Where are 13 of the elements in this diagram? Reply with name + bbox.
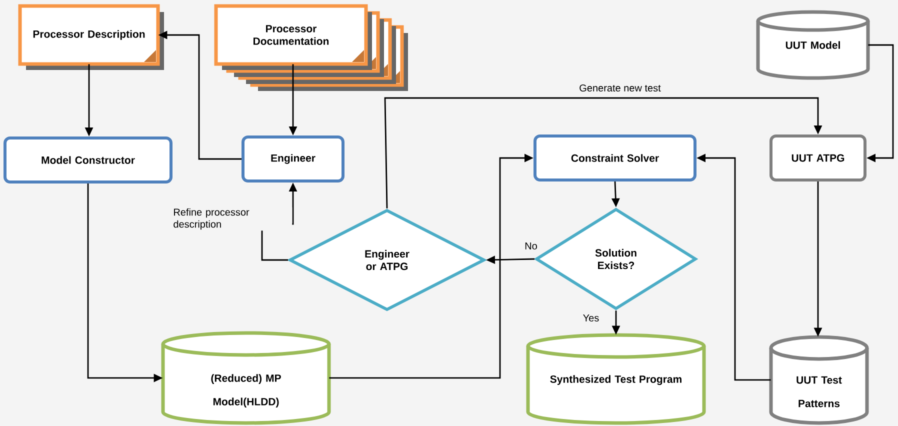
process-box: Model Constructor — [4, 136, 172, 184]
edge-label: Yes — [582, 314, 600, 322]
database-cylinder: UUT Model — [756, 10, 870, 80]
database-cylinder: UUT Test Patterns — [769, 335, 869, 425]
edge-label: Refine processor description — [172, 207, 292, 231]
database-cylinder: Synthesized Test Program — [526, 333, 706, 425]
process-box: Constraint Solver — [534, 134, 696, 182]
node-label: Processor — [266, 25, 317, 32]
process-box: Engineer — [242, 136, 344, 182]
process-box: UUT ATPG — [770, 134, 866, 182]
document-stack: Processor Documentation — [214, 4, 408, 91]
database-cylinder: (Reduced) MP Model(HLDD) — [161, 331, 331, 425]
arrow — [384, 97, 822, 208]
